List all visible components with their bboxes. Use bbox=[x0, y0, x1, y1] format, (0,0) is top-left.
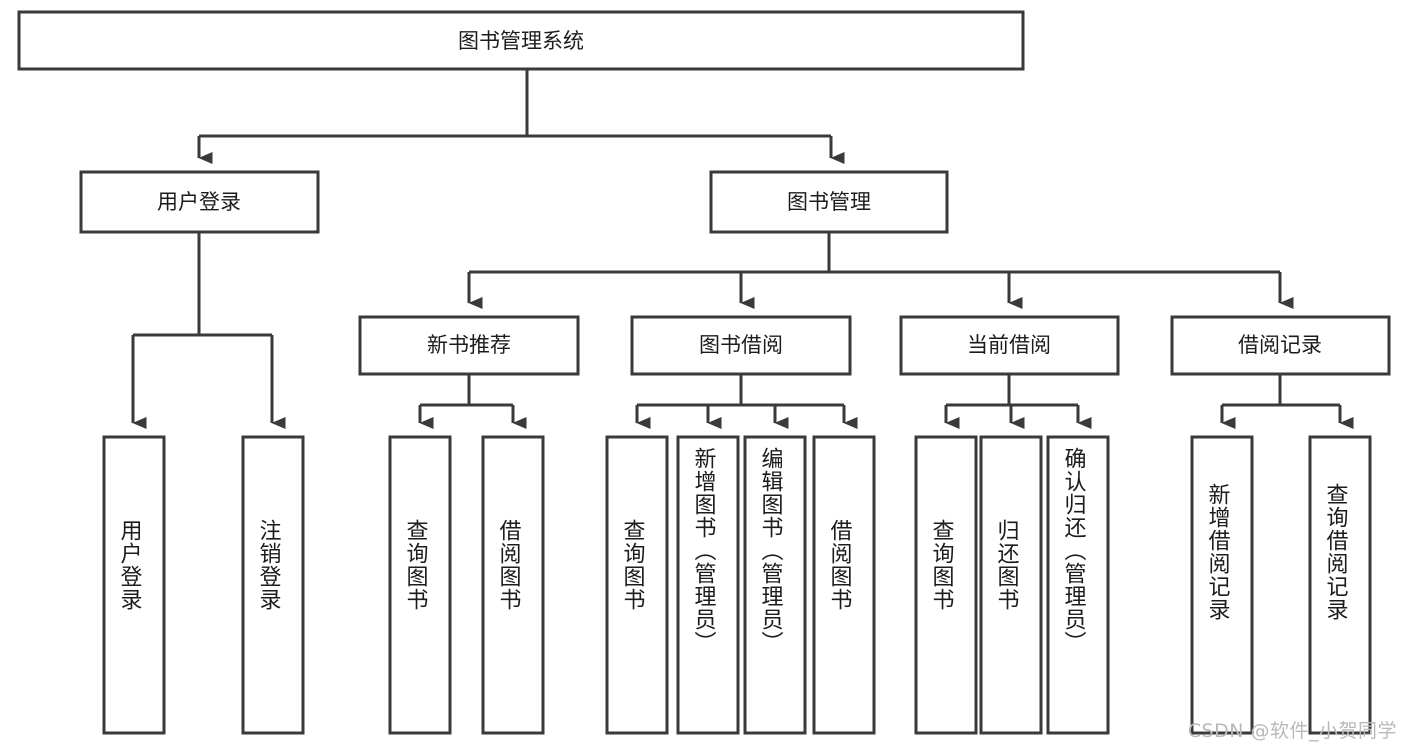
node-book-borrow[interactable]: 图书借阅 bbox=[630, 315, 852, 376]
leaf-query-book-borrow-box[interactable] bbox=[605, 435, 669, 735]
leaf-boxes bbox=[102, 435, 1372, 735]
node-new-book-recommend-label: 新书推荐 bbox=[427, 333, 511, 357]
node-new-book-recommend[interactable]: 新书推荐 bbox=[358, 315, 580, 376]
node-user-login[interactable]: 用户登录 bbox=[79, 170, 320, 234]
node-root-box[interactable] bbox=[17, 10, 1025, 71]
leaf-logout-box[interactable] bbox=[241, 435, 305, 735]
node-book-manage[interactable]: 图书管理 bbox=[709, 170, 949, 234]
node-user-login-box[interactable] bbox=[79, 170, 320, 234]
csdn-watermark: CSDN @软件_小贺同学 bbox=[1187, 720, 1397, 742]
node-current-borrow-label: 当前借阅 bbox=[967, 333, 1051, 357]
node-user-login-label: 用户登录 bbox=[157, 190, 241, 214]
leaf-confirm-return-box[interactable] bbox=[1046, 435, 1110, 735]
connectors bbox=[131, 69, 1354, 429]
node-borrow-record-label: 借阅记录 bbox=[1238, 333, 1322, 357]
leaf-add-record-box[interactable] bbox=[1190, 435, 1254, 735]
node-new-book-recommend-box[interactable] bbox=[358, 315, 580, 376]
leaf-query-book-rec-box[interactable] bbox=[388, 435, 452, 735]
leaf-return-book-box[interactable] bbox=[979, 435, 1043, 735]
node-borrow-record-box[interactable] bbox=[1170, 315, 1391, 376]
node-book-manage-label: 图书管理 bbox=[787, 190, 871, 214]
node-current-borrow-box[interactable] bbox=[899, 315, 1120, 376]
node-book-borrow-label: 图书借阅 bbox=[699, 333, 783, 357]
node-root-label: 图书管理系统 bbox=[458, 29, 584, 53]
leaf-edit-book-box[interactable] bbox=[743, 435, 807, 735]
leaf-user-login-box[interactable] bbox=[102, 435, 166, 735]
leaf-query-book-cur-box[interactable] bbox=[914, 435, 978, 735]
leaf-query-record-box[interactable] bbox=[1308, 435, 1372, 735]
node-current-borrow[interactable]: 当前借阅 bbox=[899, 315, 1120, 376]
node-root[interactable]: 图书管理系统 bbox=[17, 10, 1025, 71]
leaf-add-book-box[interactable] bbox=[676, 435, 740, 735]
node-book-manage-box[interactable] bbox=[709, 170, 949, 234]
leaf-borrow-book-box[interactable] bbox=[812, 435, 876, 735]
node-book-borrow-box[interactable] bbox=[630, 315, 852, 376]
leaf-borrow-book-rec-box[interactable] bbox=[481, 435, 545, 735]
node-borrow-record[interactable]: 借阅记录 bbox=[1170, 315, 1391, 376]
